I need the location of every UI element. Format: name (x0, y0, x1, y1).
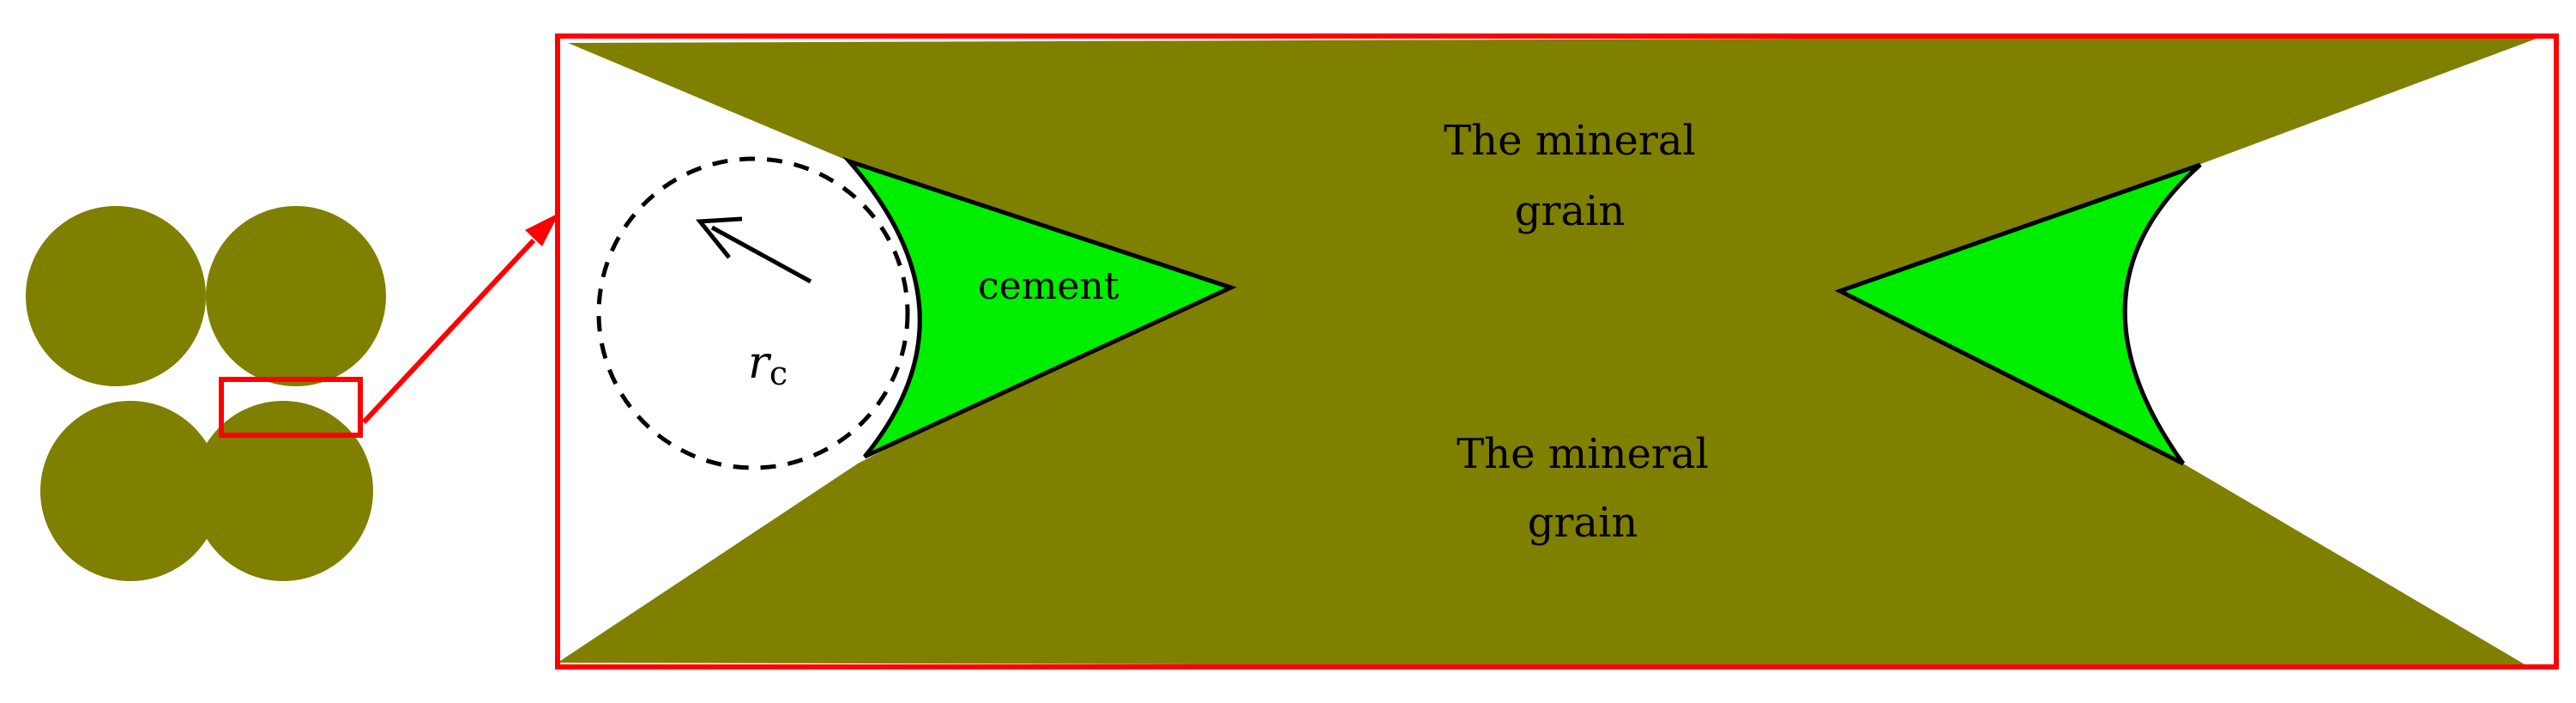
pore-right-top-wedge (2200, 36, 2556, 165)
zoom-frame (555, 33, 2559, 670)
radius-arrow (696, 216, 812, 284)
grain-circle-bottom-right (193, 401, 373, 581)
radius-symbol: r (748, 337, 772, 389)
grain-circle-top-right (206, 206, 386, 386)
cement-left (842, 156, 1237, 459)
zoom-arrow (361, 213, 559, 425)
zoom-arrow-head (525, 213, 559, 246)
pore-radius-circle (596, 156, 910, 470)
pore-right (2125, 165, 2556, 464)
mineral-grain-top-label-line1: The mineral (1444, 117, 1696, 165)
radius-subscript: c (769, 355, 787, 392)
mineral-grain-bottom-label-line1: The mineral (1457, 430, 1709, 478)
cement-right (1834, 162, 2202, 466)
radius-label: rc (748, 337, 787, 392)
magnified-contact-view (555, 33, 2559, 670)
grain-circle-top-left (26, 206, 206, 386)
grain-packing-overview (26, 206, 386, 581)
mineral-grain-bottom-label-line2: grain (1528, 499, 1638, 547)
pore-right-bottom-wedge (2183, 464, 2556, 661)
cement-label: cement (978, 264, 1119, 308)
grain-circle-bottom-left (40, 401, 220, 581)
zoom-selection-box (219, 377, 363, 438)
mineral-grain-top-label-line2: grain (1515, 187, 1626, 235)
